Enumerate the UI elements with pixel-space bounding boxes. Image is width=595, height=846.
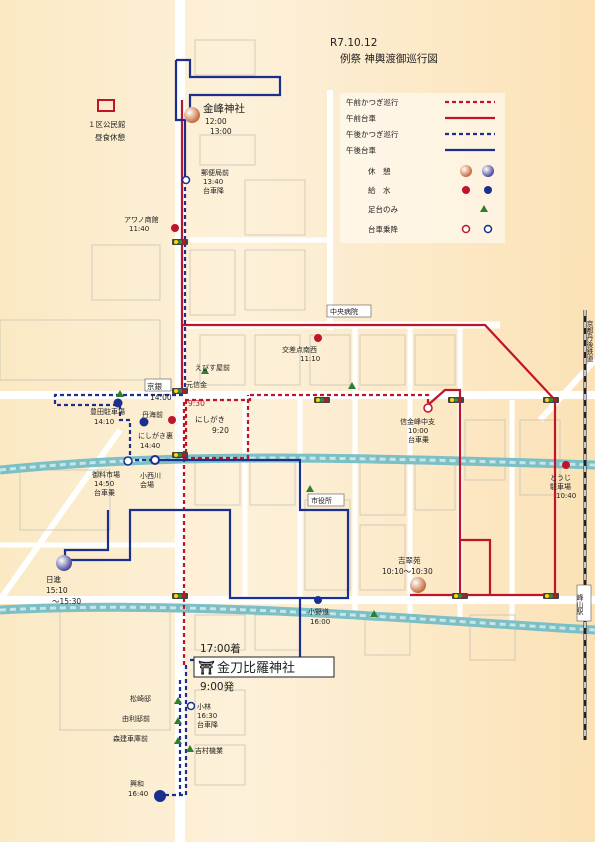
label-nishigaki-a-t: 9:20	[212, 426, 229, 435]
label-station: 峰山駅	[576, 593, 584, 616]
kyogin-box	[144, 378, 172, 392]
legend-water: 給 水	[368, 185, 391, 195]
label-kinpo: 金峰神社	[203, 102, 245, 115]
label-matsuzaki: 松崎邸	[130, 694, 151, 703]
route-pm-carry	[53, 180, 188, 797]
label-rail: 京都丹後鉄道	[586, 319, 594, 363]
label-nisshin-t: 15:10	[46, 586, 68, 595]
label-awano: アワノ商館	[124, 215, 159, 224]
label-yubin-t: 13:40	[203, 178, 223, 186]
signals	[172, 239, 559, 599]
label-930: 9:30	[188, 399, 205, 408]
label-awano-t: 11:40	[129, 225, 149, 233]
label-onodo: 小野道	[308, 607, 329, 616]
label-nishigaki-a: にしがき	[195, 414, 225, 424]
rest-marker-nisshin	[56, 555, 72, 571]
label-tamada-t: 14:10	[94, 418, 114, 426]
label-shinkin: 信金峰中支	[400, 417, 435, 426]
label-arrive: 17:00着	[200, 642, 241, 655]
label-kominkan-sub: 昼食休憩	[95, 132, 125, 142]
place-labels: １区公民館 昼食休憩 金峰神社 12:00 13:00 郵便局前 13:40 台…	[46, 102, 594, 798]
legend-water-icon-blue	[484, 186, 492, 194]
label-shinkin-s: 台車乗	[408, 435, 429, 444]
legend-cart-icon-red	[461, 224, 471, 234]
legend-rest-icon-red	[460, 165, 472, 177]
label-konishi-2: 会場	[140, 480, 154, 489]
legend-rest: 休 憩	[368, 166, 391, 176]
label-motoshin: 元信金	[186, 380, 207, 389]
label-shinkin-t: 10:00	[408, 427, 428, 435]
legend-foot: 足台のみ	[368, 204, 398, 214]
label-kissui: 吉翠苑	[398, 555, 421, 565]
label-nishigaki-b: にしがき裏	[138, 431, 173, 440]
map-title: 例祭 神輿渡御巡行図	[340, 52, 438, 65]
label-toji-t: 10:40	[556, 492, 576, 500]
rest-marker-kinpo	[184, 107, 200, 123]
legend-cart-icon-blue	[483, 224, 493, 234]
label-morisada: 森建車庫前	[113, 734, 148, 743]
label-nishigaki-b-t: 14:40	[140, 442, 160, 450]
label-niwa: 丹海前	[142, 410, 163, 419]
kotohira-torii-icon: ⛩	[198, 660, 215, 676]
label-yurishi: 由利邸前	[122, 714, 150, 723]
legend-pm-cart: 午後台車	[346, 145, 376, 155]
label-kobayashi-s: 台車降	[197, 720, 218, 729]
label-konishi: 小西川	[140, 471, 161, 480]
label-goro-t: 14:50	[94, 480, 114, 488]
label-onodo-t: 16:00	[310, 618, 330, 626]
label-toji: とうじ	[550, 474, 571, 482]
map-date: R7.10.12	[330, 37, 377, 49]
label-yoshimura: 吉村機業	[195, 746, 223, 755]
label-kinpo-t1: 12:00	[205, 117, 227, 126]
label-yubin-s: 台車降	[203, 186, 224, 195]
label-kowa: 興和	[130, 779, 144, 788]
legend-foot-icon	[480, 205, 488, 212]
label-kobayashi: 小林	[197, 702, 211, 711]
label-depart: 9:00発	[200, 680, 235, 693]
legend-am-carry: 午前かつぎ巡行	[346, 97, 399, 107]
label-chuo: 中央病院	[330, 307, 358, 316]
label-tamada: 豊田駐車場	[90, 407, 125, 416]
label-ebisu: えびす屋前	[195, 363, 230, 372]
legend: 午前かつぎ巡行 午前台車 午後かつぎ巡行 午後台車 休 憩 給 水 足台のみ 台…	[340, 93, 505, 243]
kotohira-box	[193, 656, 335, 678]
legend-am-cart: 午前台車	[346, 113, 376, 123]
legend-water-icon-red	[462, 186, 470, 194]
label-nisshin: 日進	[46, 575, 61, 584]
label-kosaten-t: 11:10	[300, 355, 320, 363]
label-kyogin-t: 14:00	[150, 393, 172, 402]
label-yubin: 郵便局前	[201, 168, 229, 177]
markers	[56, 99, 570, 802]
label-kobayashi-t: 16:30	[197, 712, 217, 720]
shiyakusho-box	[307, 493, 345, 507]
route-am-cart	[180, 100, 557, 597]
label-kyogin: 京銀	[147, 381, 162, 391]
label-kissui-t: 10:10～10:30	[382, 567, 433, 576]
legend-pm-carry: 午後かつぎ巡行	[346, 129, 399, 139]
chuo-box	[326, 304, 372, 318]
kominkan-marker	[97, 99, 115, 112]
label-kinpo-t2: 13:00	[210, 127, 232, 136]
label-kotohira: 金刀比羅神社	[217, 660, 295, 676]
label-shiyakusho: 市役所	[311, 496, 332, 505]
station-box	[576, 584, 592, 622]
legend-cart: 台車乗降	[368, 224, 398, 234]
label-toji-2: 駐車場	[550, 482, 571, 491]
label-kowa-t: 16:40	[128, 790, 148, 798]
label-nisshin-t2: ～15:30	[52, 597, 81, 606]
label-kominkan: １区公民館	[88, 119, 126, 129]
route-am-carry	[182, 393, 430, 665]
rest-marker-kissui	[410, 577, 426, 593]
label-goro-s: 台車乗	[94, 488, 115, 497]
label-goro: 御料市場	[92, 470, 120, 479]
legend-rest-icon-blue	[482, 165, 494, 177]
label-kosaten: 交差点南西	[282, 345, 317, 354]
